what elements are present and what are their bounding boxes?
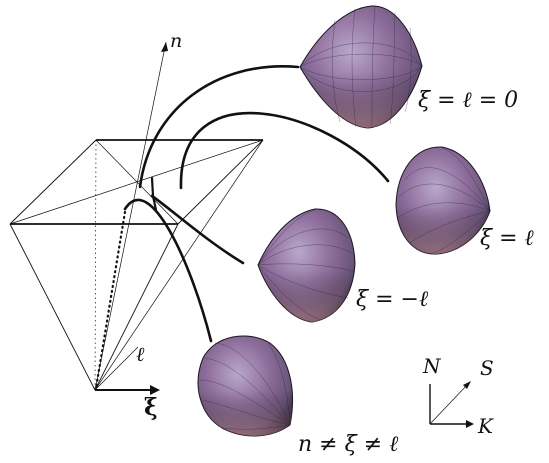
connector-curve-to-xi-eq-ell (179, 111, 390, 190)
connector-curve-to-generic (123, 198, 213, 343)
ell-axis (94, 346, 139, 391)
xi-axis-label: ξ (144, 394, 158, 421)
compass-s-arrowhead (463, 381, 471, 389)
shape-generic (197, 335, 293, 437)
ell-axis-label: ℓ (136, 342, 145, 366)
shape-xi-eq-ell-eq-0 (299, 5, 423, 129)
dotted-connector (94, 210, 127, 390)
n-axis-label: n (170, 30, 182, 52)
compass-k-label: K (477, 414, 494, 438)
nsk-compass (429, 381, 474, 428)
xi-axis-arrowhead (150, 385, 160, 395)
pyramid-top-edge-left (9, 139, 97, 225)
axes (94, 41, 168, 395)
connector-curve-drop-left (150, 176, 158, 212)
shape-label-xi-eq-ell: ξ = ℓ (480, 226, 535, 251)
pyramid-edge-back-right (94, 139, 264, 391)
pyramid-edge-front-left (9, 223, 96, 391)
compass-n-label: N (422, 354, 442, 378)
n-axis-arrowhead (161, 42, 168, 52)
pyramid-edge-front-right (94, 223, 179, 391)
pyramid-diagonal-b (9, 139, 264, 225)
compass-s-label: S (480, 356, 494, 380)
compass-k-arrowhead (466, 420, 474, 428)
connector-curve-to-xi-eq-ell-eq-0 (138, 65, 300, 189)
connector-curve-to-xi-eq-minus-ell (150, 194, 245, 265)
shape-xi-eq-minus-ell (257, 208, 356, 323)
shape-label-xi-eq-minus-ell: ξ = −ℓ (356, 287, 429, 312)
shape-label-xi-eq-ell-eq-0: ξ = ℓ = 0 (418, 88, 518, 113)
pyramid-top-edge-right (177, 139, 264, 225)
connector-curves (123, 65, 390, 343)
shape-label-generic: n ≠ ξ ≠ ℓ (298, 432, 399, 457)
n-axis (94, 41, 167, 391)
pyramid-wireframe (9, 139, 264, 391)
pyramid-edge-back-left (94, 139, 97, 391)
compass-s-axis (429, 383, 469, 425)
shape-xi-eq-ell (395, 146, 491, 255)
